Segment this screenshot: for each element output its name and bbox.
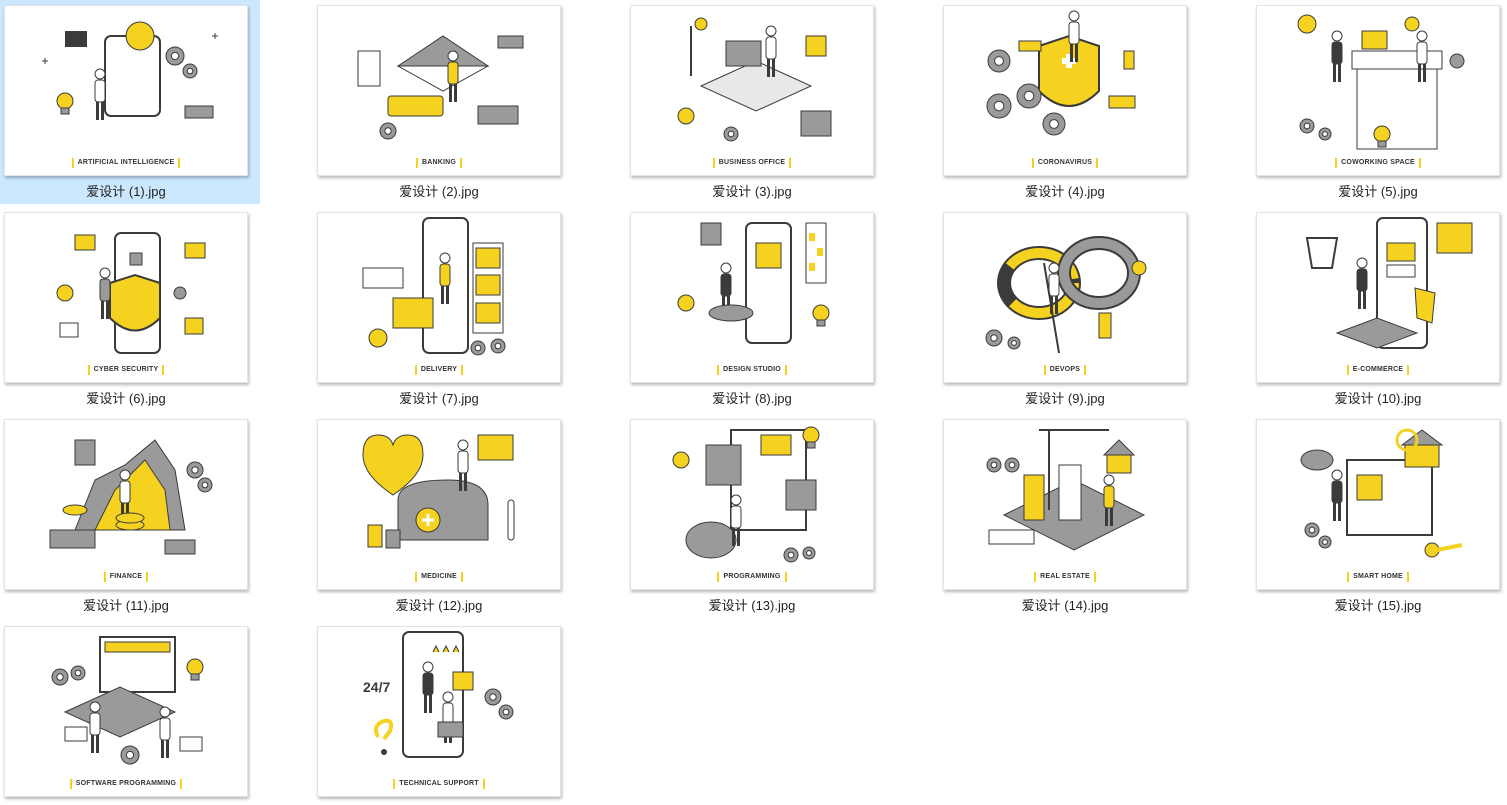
thumbnail-caption: FINANCE [103,572,149,582]
thumbnail-caption: REAL ESTATE [1034,572,1096,582]
robot-icon [42,21,218,120]
thumbnail-caption: SOFTWARE PROGRAMMING [69,779,183,789]
file-thumbnail[interactable]: MEDICINE [317,419,561,590]
software-icon [51,636,204,765]
file-name[interactable]: 爱设计 (7).jpg [399,391,479,406]
medicine-icon [362,434,515,549]
file-item[interactable]: COWORKING SPACE 爱设计 (5).jpg [1252,0,1507,204]
file-name[interactable]: 爱设计 (14).jpg [1021,598,1109,613]
svg-text:24/7: 24/7 [363,679,390,695]
file-thumbnail[interactable]: BANKING [317,5,561,176]
file-item[interactable]: PROGRAMMING 爱设计 (13).jpg [626,414,886,618]
file-item[interactable]: SMART HOME 爱设计 (15).jpg [1252,414,1507,618]
finance-chart-icon [49,439,213,555]
shopping-icon [1305,217,1473,349]
file-item[interactable]: E-COMMERCE 爱设计 (10).jpg [1252,207,1507,411]
file-name[interactable]: 爱设计 (8).jpg [712,391,792,406]
file-item[interactable]: BANKING 爱设计 (2).jpg [313,0,573,204]
thumbnail-caption: DEVOPS [1043,365,1087,375]
thumbnail-caption: TECHNICAL SUPPORT [393,779,485,789]
smart-home-icon [1300,428,1463,558]
file-item[interactable]: CYBER SECURITY 爱设计 (6).jpg [0,207,260,411]
thumbnail-caption: BUSINESS OFFICE [712,158,792,168]
file-thumbnail[interactable]: ARTIFICIAL INTELLIGENCE [4,5,248,176]
file-thumbnail[interactable]: DESIGN STUDIO [630,212,874,383]
file-item[interactable]: ARTIFICIAL INTELLIGENCE 爱设计 (1).jpg [0,0,260,204]
thumbnail-caption: E-COMMERCE [1346,365,1410,375]
file-thumbnail[interactable]: DELIVERY [317,212,561,383]
file-thumbnail[interactable]: REAL ESTATE [943,419,1187,590]
file-item[interactable]: DELIVERY 爱设计 (7).jpg [313,207,573,411]
file-thumbnail[interactable]: FINANCE [4,419,248,590]
file-item[interactable]: CORONAVIRUS 爱设计 (4).jpg [939,0,1199,204]
building-crane-icon [986,429,1146,551]
file-name[interactable]: 爱设计 (2).jpg [399,184,479,199]
file-thumbnail[interactable]: SOFTWARE PROGRAMMING [4,626,248,797]
file-name[interactable]: 爱设计 (9).jpg [1025,391,1105,406]
virus-shield-icon [986,10,1136,136]
thumbnail-caption: ARTIFICIAL INTELLIGENCE [71,158,181,168]
thumbnail-caption: SMART HOME [1347,572,1409,582]
file-thumbnail[interactable]: E-COMMERCE [1256,212,1500,383]
thumbnail-caption: DESIGN STUDIO [717,365,787,375]
code-monitor-icon [672,426,820,563]
bank-icon [357,35,524,140]
file-thumbnail[interactable]: COWORKING SPACE [1256,5,1500,176]
file-name[interactable]: 爱设计 (11).jpg [83,598,169,613]
file-item[interactable]: MEDICINE 爱设计 (12).jpg [313,414,573,618]
file-thumbnail[interactable]: CORONAVIRUS [943,5,1187,176]
thumbnail-caption: DELIVERY [414,365,464,375]
coworking-icon [1297,14,1465,150]
file-name[interactable]: 爱设计 (10).jpg [1334,391,1422,406]
file-name[interactable]: 爱设计 (4).jpg [1025,184,1105,199]
file-name[interactable]: 爱设计 (6).jpg [86,391,166,406]
file-name[interactable]: 爱设计 (1).jpg [86,184,166,199]
file-item[interactable]: REAL ESTATE 爱设计 (14).jpg [939,414,1199,618]
file-name[interactable]: 爱设计 (12).jpg [395,598,483,613]
file-name[interactable]: 爱设计 (15).jpg [1334,598,1422,613]
file-item[interactable]: FINANCE 爱设计 (11).jpg [0,414,260,618]
thumbnail-caption: CORONAVIRUS [1031,158,1099,168]
file-thumbnail[interactable]: BUSINESS OFFICE [630,5,874,176]
file-item[interactable]: BUSINESS OFFICE 爱设计 (3).jpg [626,0,886,204]
file-name[interactable]: 爱设计 (5).jpg [1338,184,1418,199]
thumbnail-caption: PROGRAMMING [717,572,787,582]
file-name[interactable]: 爱设计 (13).jpg [708,598,796,613]
shield-phone-icon [56,232,206,354]
infinity-icon [985,236,1147,354]
file-thumbnail[interactable]: DEVOPS [943,212,1187,383]
file-thumbnail[interactable]: CYBER SECURITY [4,212,248,383]
desk-icon [677,17,832,142]
thumbnail-caption: CYBER SECURITY [87,365,165,375]
file-item[interactable]: DEVOPS 爱设计 (9).jpg [939,207,1199,411]
file-item[interactable]: DESIGN STUDIO 爱设计 (8).jpg [626,207,886,411]
design-icon [677,222,830,344]
file-thumbnail[interactable]: SMART HOME [1256,419,1500,590]
file-name[interactable]: 爱设计 (3).jpg [712,184,792,199]
support-icon: 24/7 [363,631,514,758]
thumbnail-caption: MEDICINE [415,572,463,582]
thumbnail-caption: COWORKING SPACE [1335,158,1421,168]
file-thumbnail[interactable]: PROGRAMMING [630,419,874,590]
delivery-icon [362,217,506,356]
thumbnail-caption: BANKING [415,158,463,168]
